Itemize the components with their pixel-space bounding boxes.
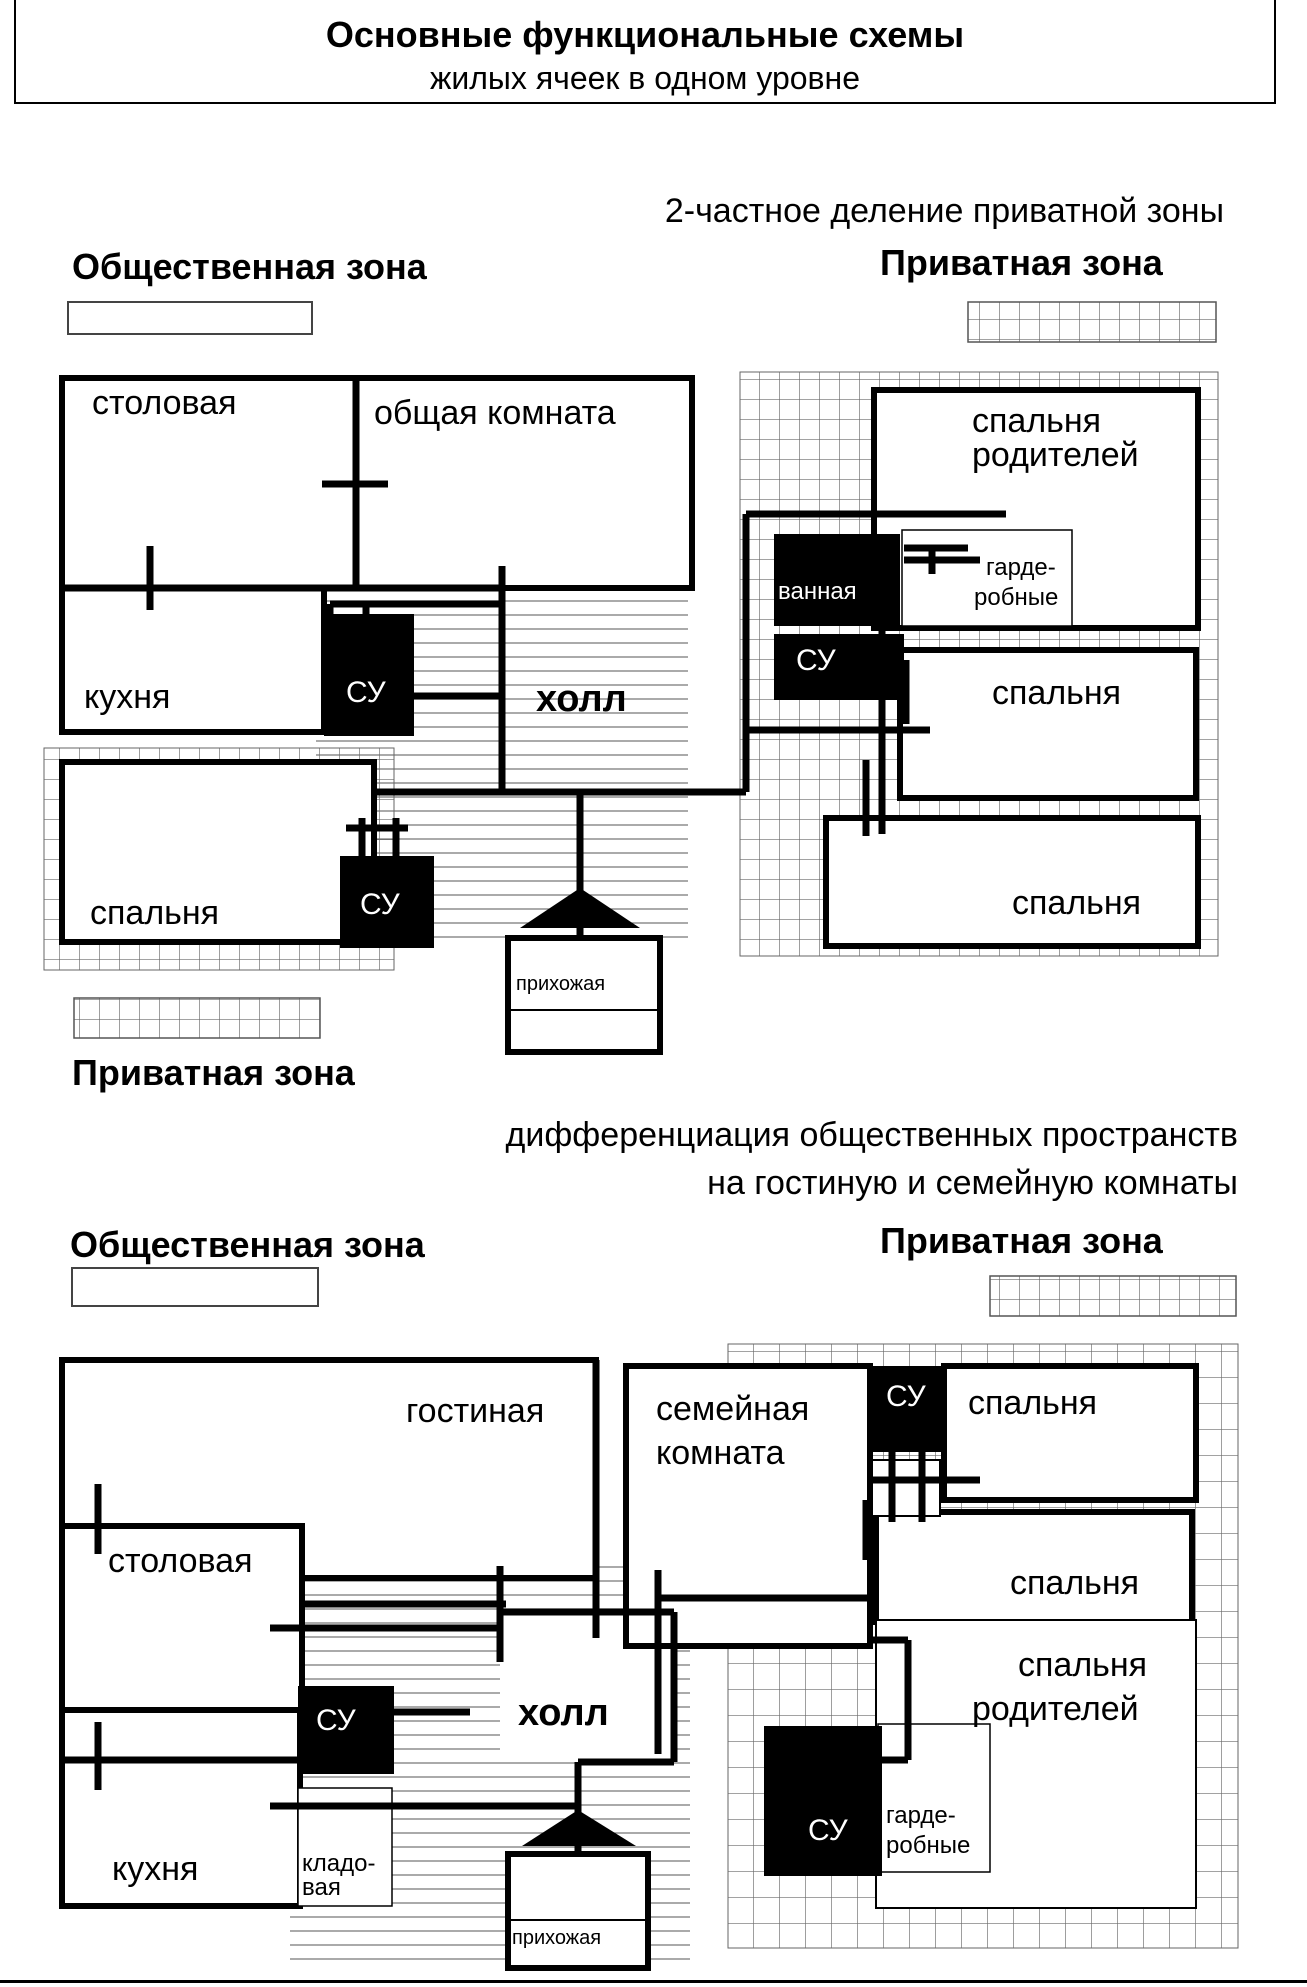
wc-bedroom-label: СУ — [360, 888, 400, 921]
bathroom-label: ванная — [778, 578, 857, 605]
wardrobe-label-2b: робные — [886, 1832, 971, 1859]
wardrobe-box-2 — [877, 1723, 991, 1873]
parents-label-2: родителей — [972, 1690, 1139, 1728]
bedroom-left-label: спальня — [90, 894, 220, 932]
parents-label-1: спальня — [1018, 1646, 1148, 1684]
entrance-label-2: прихожая — [512, 1927, 602, 1949]
wc-bedroom-box — [340, 856, 434, 948]
entrance-label: прихожая — [516, 973, 606, 995]
circulation-lines-1 — [62, 378, 1006, 938]
wardrobe-label-2a: гарде- — [886, 1802, 956, 1829]
private-zone-swatch-2 — [989, 1275, 1237, 1317]
scheme1-private-zone-heading-left: Приватная зона — [72, 1052, 355, 1093]
wc-top-label: СУ — [886, 1380, 926, 1413]
scheme2-private-zone-heading: Приватная зона — [880, 1220, 1163, 1261]
page-title: Основные функциональные схемы — [325, 14, 965, 55]
private-zone-swatch-right — [967, 301, 1217, 343]
entrance-arrow-2 — [522, 1810, 636, 1846]
scheme1-caption: 2-частное деление приватной зоны — [664, 192, 1224, 230]
public-zone-swatch-2 — [71, 1267, 319, 1307]
pantry-label-2: вая — [302, 1874, 341, 1901]
dining-label-2: столовая — [108, 1542, 253, 1580]
scheme1-private-zone-heading: Приватная зона — [880, 242, 1163, 283]
kitchen-label-2: кухня — [112, 1850, 199, 1888]
bedroom-low-box — [823, 815, 1201, 949]
private-zone-swatch-left — [73, 997, 321, 1039]
kitchen-box-2 — [59, 1707, 303, 1909]
family-label-2: комната — [656, 1434, 785, 1472]
wc-top-box — [870, 1366, 946, 1452]
scheme2-caption-line2: на гостиную и семейную комнаты — [707, 1164, 1238, 1202]
entrance-arrow — [520, 888, 640, 928]
public-zone-swatch — [67, 301, 313, 335]
common-room-box — [353, 375, 695, 591]
living-label: гостиная — [406, 1392, 545, 1430]
circulation-lines-2 — [62, 1360, 980, 1854]
kitchen-label: кухня — [84, 678, 171, 716]
hall-label: холл — [536, 678, 627, 720]
family-label-1: семейная — [656, 1390, 810, 1428]
page-subtitle: жилых ячеек в одном уровне — [429, 60, 861, 96]
wc-public-label: СУ — [316, 1704, 356, 1737]
scheme1-public-zone-heading: Общественная зона — [72, 246, 427, 287]
dining-label: столовая — [92, 384, 237, 422]
title-box: Основные функциональные схемы жилых ячее… — [14, 0, 1276, 104]
wc-top-spacer — [871, 1459, 941, 1517]
entrance-box — [505, 935, 663, 1055]
scheme2-caption-line1: дифференциация общественных пространств — [505, 1116, 1239, 1154]
parents-bedroom-label-2: родителей — [972, 436, 1139, 474]
bedroom-mid-box-2 — [873, 1509, 1195, 1625]
wardrobe-label-2: робные — [974, 584, 1059, 611]
parents-bedroom-label-1: спальня — [972, 402, 1102, 440]
wc-private-label: СУ — [796, 644, 836, 677]
wardrobe-label-1: гарде- — [986, 554, 1056, 581]
bathroom-box — [774, 534, 900, 626]
dining-room-box — [59, 375, 359, 591]
bedroom-left-box — [59, 759, 377, 945]
entrance-box-2 — [505, 1851, 651, 1971]
hall-label-2: холл — [518, 1692, 609, 1734]
scheme2-public-zone-heading: Общественная зона — [70, 1224, 425, 1265]
wc-parents-box — [764, 1726, 882, 1876]
wc-parents-label: СУ — [808, 1814, 848, 1847]
bottom-rule — [0, 1980, 1307, 1983]
common-room-label: общая комната — [374, 394, 616, 432]
bedroom-low-label: спальня — [1012, 884, 1142, 922]
bedroom-mid-label: спальня — [992, 674, 1122, 712]
bedroom-mid-box — [897, 647, 1199, 801]
pantry-label-1: кладо- — [302, 1850, 376, 1877]
bedroom-mid-label-2: спальня — [1010, 1564, 1140, 1602]
bedroom-top-label: спальня — [968, 1384, 1098, 1422]
wc-public-box — [298, 1686, 394, 1774]
wc-kitchen-label: СУ — [346, 676, 386, 709]
